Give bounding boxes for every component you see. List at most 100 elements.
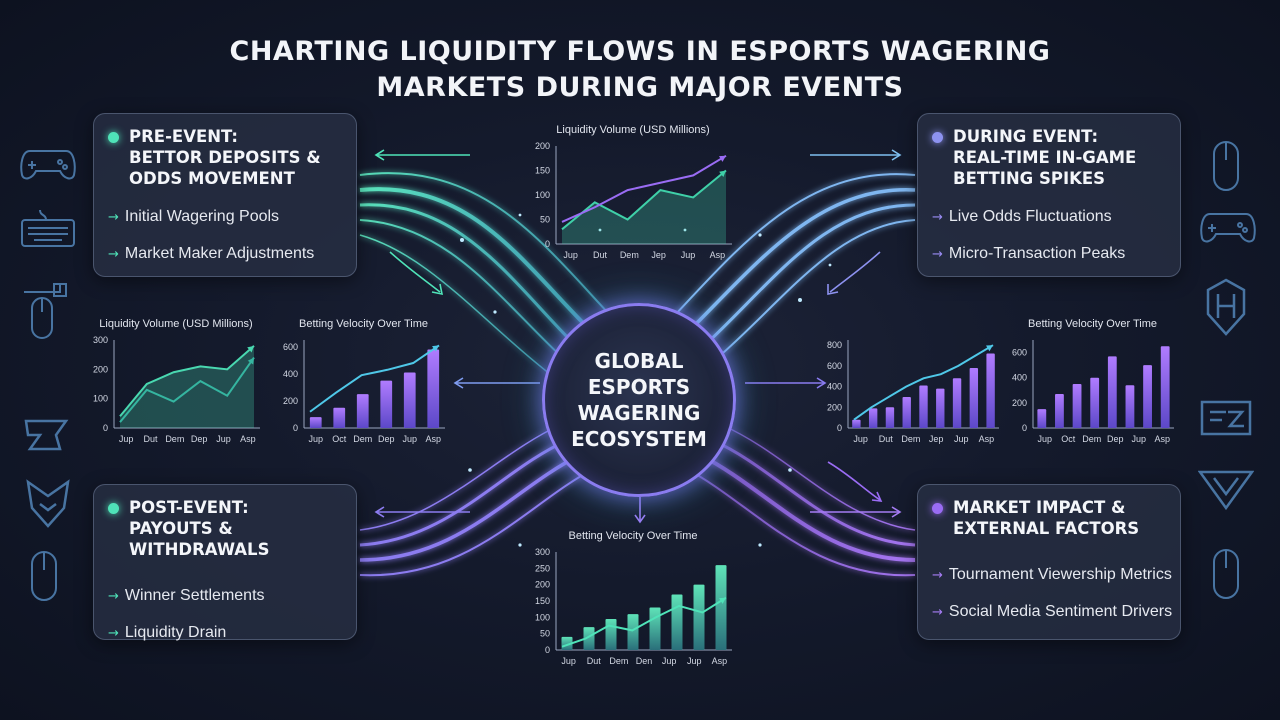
y-tick-label: 200 [827, 402, 842, 412]
bar [1037, 409, 1047, 428]
flow-upper-right [674, 173, 916, 361]
bar [902, 396, 911, 428]
y-tick-label: 100 [535, 612, 550, 622]
series-area [120, 345, 254, 428]
trend-arrowhead [432, 345, 439, 352]
x-tick-label: Jup [402, 434, 417, 444]
bar [427, 349, 440, 428]
bar [1160, 346, 1170, 428]
bar [1090, 377, 1100, 428]
y-tick-label: 100 [93, 394, 108, 404]
title-line-2: MARKETS DURING MAJOR EVENTS [376, 72, 904, 103]
panel-pre-event: PRE-EVENT: BETTOR DEPOSITS & ODDS MOVEME… [93, 113, 357, 277]
page-title: CHARTING LIQUIDITY FLOWS IN ESPORTS WAGE… [0, 34, 1280, 106]
bar [986, 353, 995, 428]
x-tick-label: Jup [662, 656, 677, 666]
y-tick-label: 200 [283, 396, 298, 406]
bar [1143, 365, 1152, 428]
x-tick-label: Jup [681, 250, 696, 260]
arrow-right-icon: → [108, 589, 119, 604]
status-dot [108, 503, 119, 514]
bar [919, 385, 928, 428]
y-tick-label: 800 [827, 340, 842, 350]
x-tick-label: Jep [929, 434, 944, 444]
bar [969, 367, 979, 428]
center-node: GLOBAL ESPORTS WAGERING ECOSYSTEM [542, 303, 736, 497]
chart-title: Betting Velocity Over Time [299, 318, 428, 330]
y-tick-label: 0 [837, 423, 842, 433]
x-tick-label: Jup [687, 656, 702, 666]
x-tick-label: Jup [1131, 434, 1146, 444]
flow-upper-left [359, 172, 611, 379]
y-tick-label: 400 [283, 369, 298, 379]
bar [309, 417, 322, 428]
list-item: →Live Odds Fluctuations [932, 208, 1112, 225]
panel-title: MARKET IMPACT & EXTERNAL FACTORS [953, 498, 1140, 538]
panel-title: PRE-EVENT: BETTOR DEPOSITS & ODDS MOVEME… [129, 127, 321, 188]
arrow-right-icon: → [108, 210, 119, 225]
gamepad-icon [18, 145, 78, 183]
y-tick-label: 300 [535, 547, 550, 557]
x-tick-label: Jup [954, 434, 969, 444]
bar [852, 419, 861, 428]
bar [1125, 385, 1135, 428]
arrow-right-icon: → [932, 605, 943, 620]
esports-logo-icon [1196, 398, 1256, 442]
series-arrowhead [719, 170, 726, 177]
list-item: →Initial Wagering Pools [108, 208, 280, 225]
mouse-icon [1210, 138, 1242, 194]
series-line [119, 357, 255, 423]
x-tick-label: Asp [240, 434, 256, 444]
x-tick-label: Asp [979, 434, 995, 444]
series-arrowhead [247, 357, 254, 365]
y-tick-label: 400 [1012, 373, 1027, 383]
x-tick-label: Dut [879, 434, 894, 444]
y-tick-label: 0 [1022, 423, 1027, 433]
x-tick-label: Jup [308, 434, 323, 444]
x-tick-label: Asp [425, 434, 441, 444]
mouse-icon [20, 282, 72, 344]
bar [1055, 394, 1064, 428]
y-tick-label: 200 [1012, 398, 1027, 408]
series-line [119, 345, 255, 417]
flow-lower-right [684, 424, 916, 577]
trend-line [853, 344, 994, 421]
y-tick-label: 50 [540, 629, 550, 639]
x-tick-label: Dem [901, 434, 920, 444]
chart-title: Liquidity Volume (USD Millions) [556, 124, 710, 136]
arrow-right-icon: → [108, 626, 119, 641]
y-tick-label: 600 [283, 342, 298, 352]
x-tick-label: Jep [651, 250, 666, 260]
x-tick-label: Dep [1107, 434, 1124, 444]
status-dot [932, 503, 943, 514]
series-arrowhead [247, 345, 254, 353]
center-label: GLOBAL ESPORTS WAGERING ECOSYSTEM [571, 349, 707, 451]
trend-arrowhead [986, 345, 993, 352]
y-tick-label: 600 [827, 361, 842, 371]
panel-post-event: POST-EVENT: PAYOUTS & WITHDRAWALS →Winne… [93, 484, 357, 641]
list-item: →Social Media Sentiment Drivers [932, 603, 1173, 620]
bar [649, 607, 661, 650]
panel-title: POST-EVENT: PAYOUTS & WITHDRAWALS [129, 498, 270, 559]
x-tick-label: Asp [710, 250, 726, 260]
arrow-right-icon: → [108, 247, 119, 262]
bar [1072, 384, 1082, 428]
bar [693, 584, 705, 650]
y-tick-label: 200 [535, 141, 550, 151]
bar [715, 565, 727, 650]
x-tick-label: Jup [561, 656, 576, 666]
bar [403, 372, 416, 428]
arrow-right-icon: → [932, 210, 943, 225]
x-tick-label: Asp [712, 656, 728, 666]
bar [605, 618, 617, 650]
sparkle-particles [460, 213, 832, 547]
x-tick-label: Dut [143, 434, 158, 444]
x-tick-label: Jup [853, 434, 868, 444]
chart-title: Liquidity Volume (USD Millions) [99, 318, 253, 330]
trend-arrowhead [719, 597, 726, 604]
flow-lower-left [359, 424, 596, 577]
